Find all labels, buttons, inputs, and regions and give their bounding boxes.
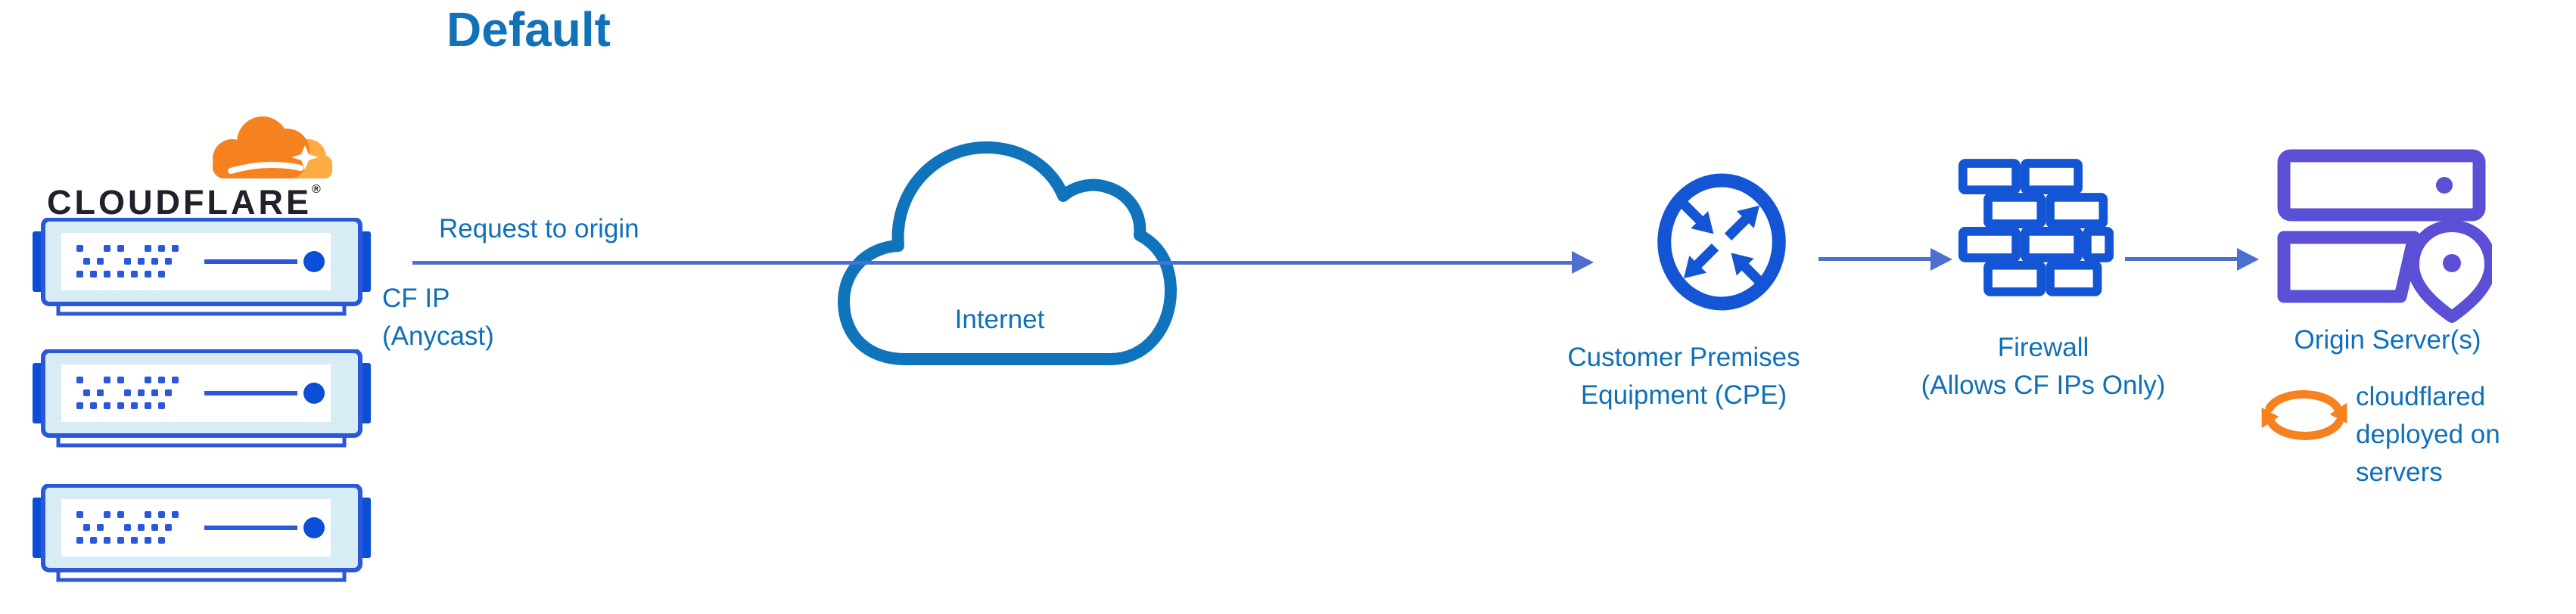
cpe-label-line1: Customer Premises <box>1567 343 1800 372</box>
cloudflared-caption: cloudflared deployed on servers <box>2356 378 2500 492</box>
cloudflare-wordmark: CLOUDFLARE® <box>47 183 321 222</box>
cpe-label: Customer Premises Equipment (CPE) <box>1525 339 1843 414</box>
firewall-to-origin-arrow-head <box>2237 248 2259 271</box>
origin-server-label: Origin Server(s) <box>2294 325 2481 355</box>
cf-ip-line2: (Anycast) <box>382 321 494 351</box>
cpe-to-firewall-arrow-line <box>1818 257 1930 261</box>
cpe-to-firewall-arrow-head <box>1930 248 1952 271</box>
server-icon <box>33 218 371 316</box>
cf-ip-line1: CF IP <box>382 284 450 313</box>
origin-server-icon <box>2277 149 2492 323</box>
cf-ip-label: CF IP (Anycast) <box>382 280 494 355</box>
cloudflared-caption-line1: cloudflared <box>2356 382 2486 411</box>
registered-trademark: ® <box>311 183 321 196</box>
firewall-label-line1: Firewall <box>1997 333 2089 362</box>
cpe-label-line2: Equipment (CPE) <box>1580 380 1787 410</box>
cloudflared-caption-line3: servers <box>2356 457 2443 487</box>
firewall-to-origin-arrow-line <box>2125 257 2237 261</box>
diagram-title: Default <box>446 2 611 57</box>
request-to-origin-label: Request to origin <box>439 214 639 243</box>
firewall-icon <box>1958 159 2114 296</box>
internet-label: Internet <box>954 305 1045 334</box>
internet-cloud-icon <box>838 141 1177 365</box>
cpe-router-icon <box>1657 173 1786 311</box>
cloudflared-sync-icon <box>2261 390 2347 440</box>
server-icon <box>33 484 371 582</box>
cloudflare-cloud-icon <box>213 116 332 178</box>
request-arrow-head <box>1572 251 1594 274</box>
firewall-label: Firewall (Allows CF IPs Only) <box>1869 329 2217 405</box>
cloudflared-caption-line2: deployed on <box>2356 420 2500 449</box>
server-icon <box>33 349 371 448</box>
firewall-label-line2: (Allows CF IPs Only) <box>1921 371 2166 400</box>
request-arrow-line <box>412 261 1572 265</box>
